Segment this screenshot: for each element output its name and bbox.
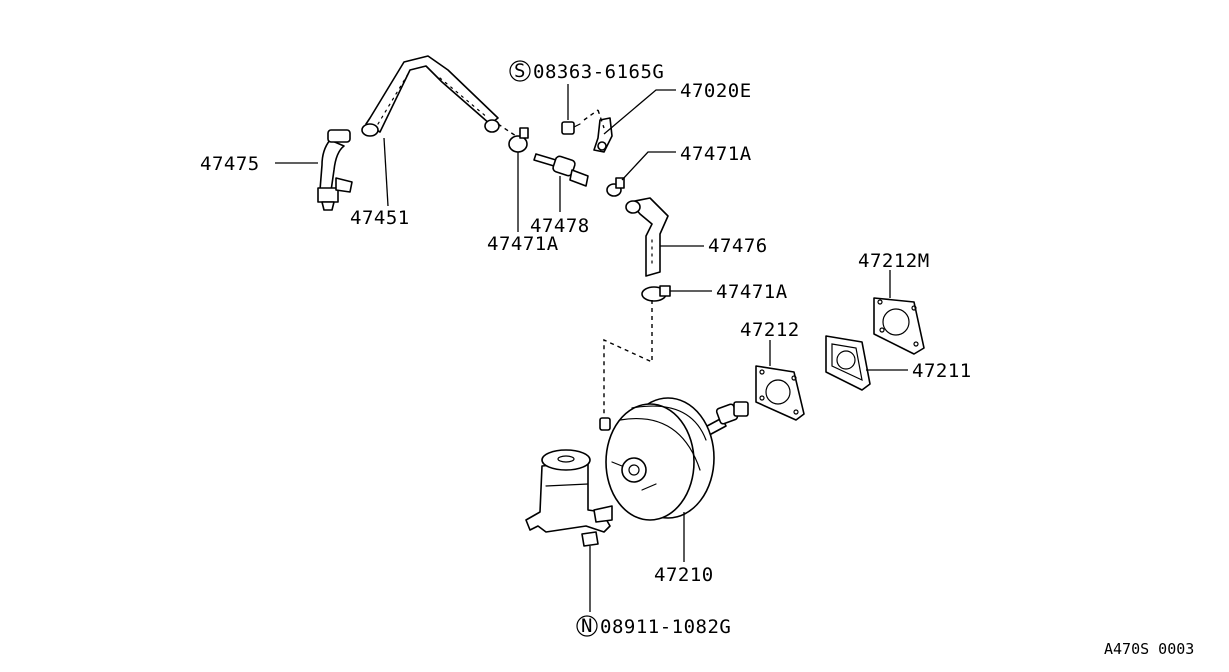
- label-47212m: 47212M: [858, 250, 930, 272]
- label-47020e: 47020E: [680, 80, 752, 102]
- label-08911-group: N 08911-1082G: [576, 615, 731, 638]
- part-08363-bolt: [561, 121, 581, 135]
- diagram-code: A470S 0003: [1104, 640, 1194, 658]
- n-circle-icon: [576, 615, 598, 637]
- label-47471a-2: 47471A: [680, 143, 752, 165]
- part-47471a-clamp-2: [606, 177, 625, 197]
- part-47211-plate: [825, 335, 871, 391]
- label-47212: 47212: [740, 319, 800, 341]
- part-master-cylinder: [525, 449, 613, 533]
- part-47212m-gasket: [873, 297, 925, 355]
- label-47211: 47211: [912, 360, 972, 382]
- part-47212-gasket: [755, 365, 805, 421]
- part-47210-brake-booster: [599, 397, 749, 521]
- dashed-connector-hose-clamp: [497, 123, 517, 137]
- part-08911-nut: [581, 531, 599, 547]
- dashed-connector-bracket: [583, 109, 599, 121]
- part-47471a-clamp-3: [641, 285, 671, 302]
- label-08911: 08911-1082G: [600, 616, 731, 638]
- s-circle-icon: [509, 60, 531, 82]
- dashed-routing-line: [603, 300, 653, 414]
- label-08363: 08363-6165G: [533, 61, 664, 83]
- label-47210: 47210: [654, 564, 714, 586]
- leader-47451: [383, 137, 389, 207]
- part-47478-check-valve: [533, 153, 589, 187]
- part-47451-hose: [361, 55, 500, 137]
- leader-47020e: [603, 89, 676, 135]
- label-08911-prefix: N: [581, 615, 593, 637]
- part-47020e-bracket: [593, 117, 613, 153]
- label-47478: 47478: [530, 215, 590, 237]
- part-47475-pipe: [317, 129, 353, 211]
- label-08363-prefix: S: [514, 60, 526, 82]
- dashed-connector-bracket-2: [597, 109, 605, 129]
- part-47471a-clamp-1: [508, 127, 529, 153]
- label-47451: 47451: [350, 207, 410, 229]
- label-47475: 47475: [200, 153, 260, 175]
- leader-47471a-2: [621, 151, 676, 181]
- label-08363-group: S 08363-6165G: [509, 60, 664, 83]
- part-47476-hose: [625, 197, 669, 277]
- label-47471a-1: 47471A: [487, 233, 559, 255]
- label-47476: 47476: [708, 235, 768, 257]
- label-47471a-3: 47471A: [716, 281, 788, 303]
